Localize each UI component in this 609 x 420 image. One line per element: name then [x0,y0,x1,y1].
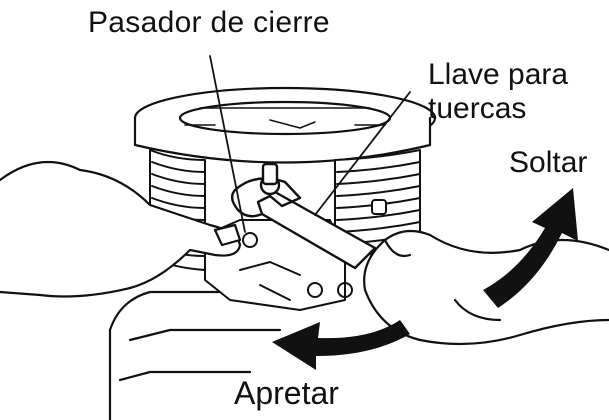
left-hand [0,160,242,298]
right-hand [363,229,609,346]
tighten-label: Apretar [234,375,339,411]
nut-wrench-label-line2: tuercas [428,92,527,125]
nut-wrench-label-line1: Llave para [428,58,569,91]
lock-pin-label: Pasador de cierre [88,6,330,39]
loosen-arrow [483,188,578,308]
nut-wrench [230,162,377,270]
tighten-arrow [272,320,410,370]
loosen-label: Soltar [509,146,588,179]
engine-housing [108,290,282,420]
nut-wrench-label: Llave para tuercas [428,58,568,126]
cooling-fins-right [334,149,421,256]
leader-line-pin [209,55,246,233]
leader-line-wrench [314,91,411,216]
flywheel [133,86,437,164]
